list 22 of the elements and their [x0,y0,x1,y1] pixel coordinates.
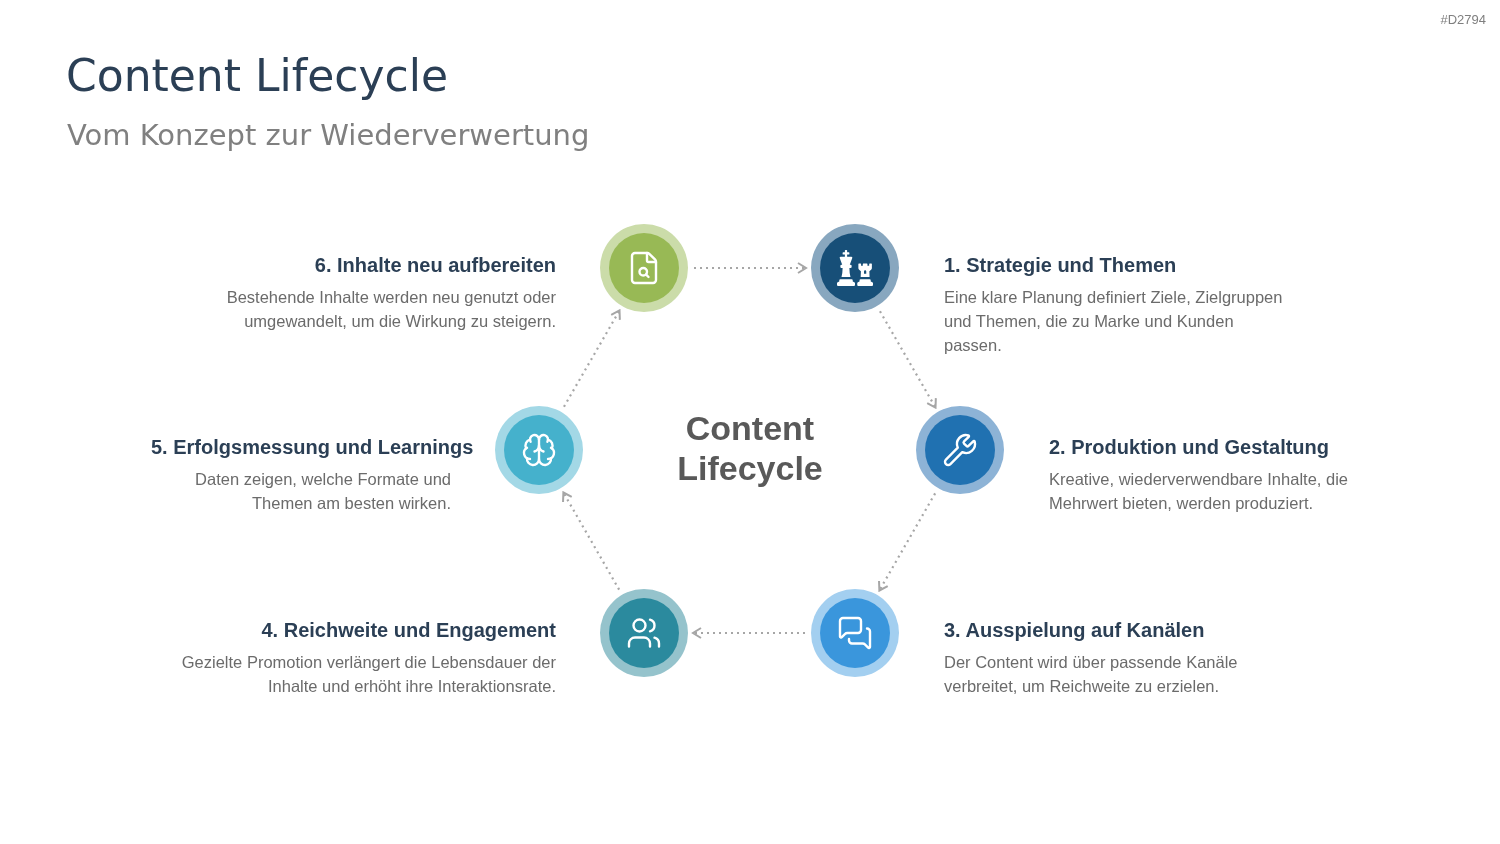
step-heading: 4. Reichweite und Engagement [261,619,556,642]
step-description: Bestehende Inhalte werden neu genutzt oder umgewandelt, um die Wirkung zu steigern. [225,287,556,332]
title: Content Lifecycle [66,50,448,101]
subtitle: Vom Konzept zur Wiederverwertung [67,118,590,152]
step-heading: 5. Erfolgsmessung und Learnings [151,436,474,459]
step-description: Der Content wird über passende Kanäle verbreitet, um Reichweite zu erzielen. [944,652,1239,697]
step-heading: 2. Produktion und Gestaltung [1049,436,1329,459]
arrow [879,310,937,409]
arrow [562,491,621,591]
step-heading: 3. Ausspielung auf Kanälen [944,619,1205,642]
step-description: Kreative, wiederverwendbare Inhalte, die Mehrwert bieten, werden produziert. [1049,469,1349,514]
step-description: Eine klare Planung definiert Ziele, Zielgruppen und Themen, die zu Marke und Kunden passen. [944,287,1284,356]
step-description: Gezielte Promotion verlängert die Lebensdauer der Inhalte und erhöht ihre Interaktionsrate. [180,652,556,697]
arrow [563,309,621,408]
center-title: Content Lifecycle [676,408,824,488]
arrow [878,492,937,592]
step-heading: 1. Strategie und Themen [944,254,1177,277]
slide-id: #D2794 [1440,12,1486,27]
arrow [694,262,807,274]
step-heading: 6. Inhalte neu aufbereiten [314,254,556,277]
step-description: Daten zeigen, welche Formate und Themen am besten wirken. [194,469,451,514]
arrow [692,627,805,639]
